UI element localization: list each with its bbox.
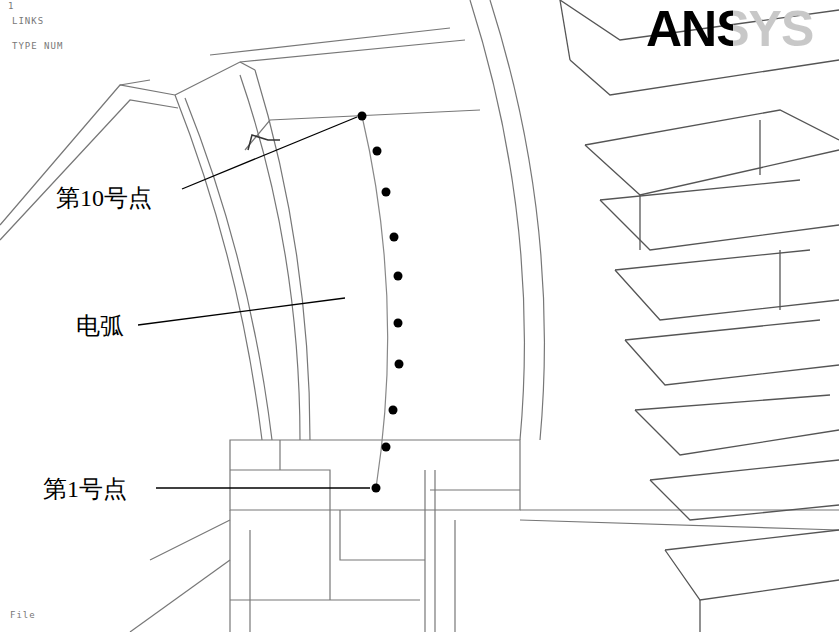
menu-label: File [10,610,36,620]
callout-label: 第10号点 [56,182,152,214]
plot-info: LINKS [12,16,44,26]
plot-info: TYPE NUM [12,41,63,51]
software-logo: ANSYS [646,4,813,54]
callout-label: 电弧 [76,310,124,342]
callout-label: 第1号点 [43,473,127,505]
view-number: 1 [8,1,14,11]
